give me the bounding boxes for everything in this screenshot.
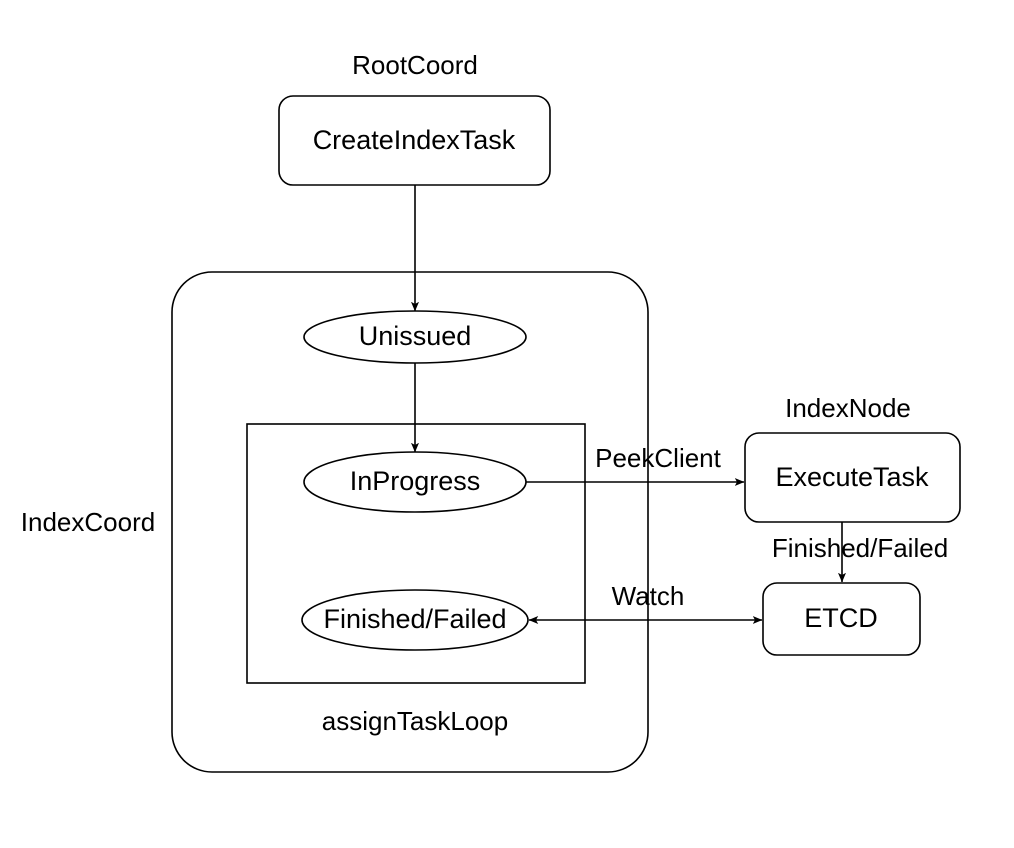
node-label-finished-failed: Finished/Failed xyxy=(323,604,506,634)
node-shape-etcd xyxy=(762,582,921,656)
group-boundary-assigntaskloop xyxy=(246,423,586,684)
node-label-create-index-task: CreateIndexTask xyxy=(313,125,516,155)
node-label-execute-task: ExecuteTask xyxy=(775,462,929,492)
group-rootcoord: RootCoord xyxy=(352,50,478,80)
group-label-rootcoord: RootCoord xyxy=(352,50,478,80)
node-label-in-progress: InProgress xyxy=(350,466,481,496)
group-assigntaskloop: assignTaskLoop xyxy=(246,423,586,736)
node-etcd[interactable]: ETCD xyxy=(762,582,921,656)
group-label-assigntaskloop: assignTaskLoop xyxy=(322,706,508,736)
group-indexnode: IndexNode xyxy=(785,393,911,423)
edge-label-executetask-to-etcd: Finished/Failed xyxy=(772,533,948,563)
node-shape-create-index-task xyxy=(278,95,551,186)
node-in-progress[interactable]: InProgress xyxy=(303,451,527,513)
node-finished-failed[interactable]: Finished/Failed xyxy=(301,589,529,651)
node-unissued[interactable]: Unissued xyxy=(303,310,527,364)
group-label-indexnode: IndexNode xyxy=(785,393,911,423)
nodes-layer: CreateIndexTaskUnissuedInProgressFinishe… xyxy=(278,95,961,656)
node-execute-task[interactable]: ExecuteTask xyxy=(744,432,961,523)
node-label-etcd: ETCD xyxy=(804,603,878,633)
group-indexcoord: IndexCoord xyxy=(21,271,649,773)
node-shape-finished-failed xyxy=(301,589,529,651)
node-shape-unissued xyxy=(303,310,527,364)
node-label-unissued: Unissued xyxy=(359,321,472,351)
edge-label-etcd-watch-finishedfailed: Watch xyxy=(612,581,685,611)
edge-label-inprogress-to-executetask: PeekClient xyxy=(595,443,722,473)
group-boundary-indexcoord xyxy=(171,271,649,773)
node-shape-execute-task xyxy=(744,432,961,523)
node-shape-in-progress xyxy=(303,451,527,513)
group-label-indexcoord: IndexCoord xyxy=(21,507,155,537)
node-create-index-task[interactable]: CreateIndexTask xyxy=(278,95,551,186)
edges-layer xyxy=(411,185,846,624)
